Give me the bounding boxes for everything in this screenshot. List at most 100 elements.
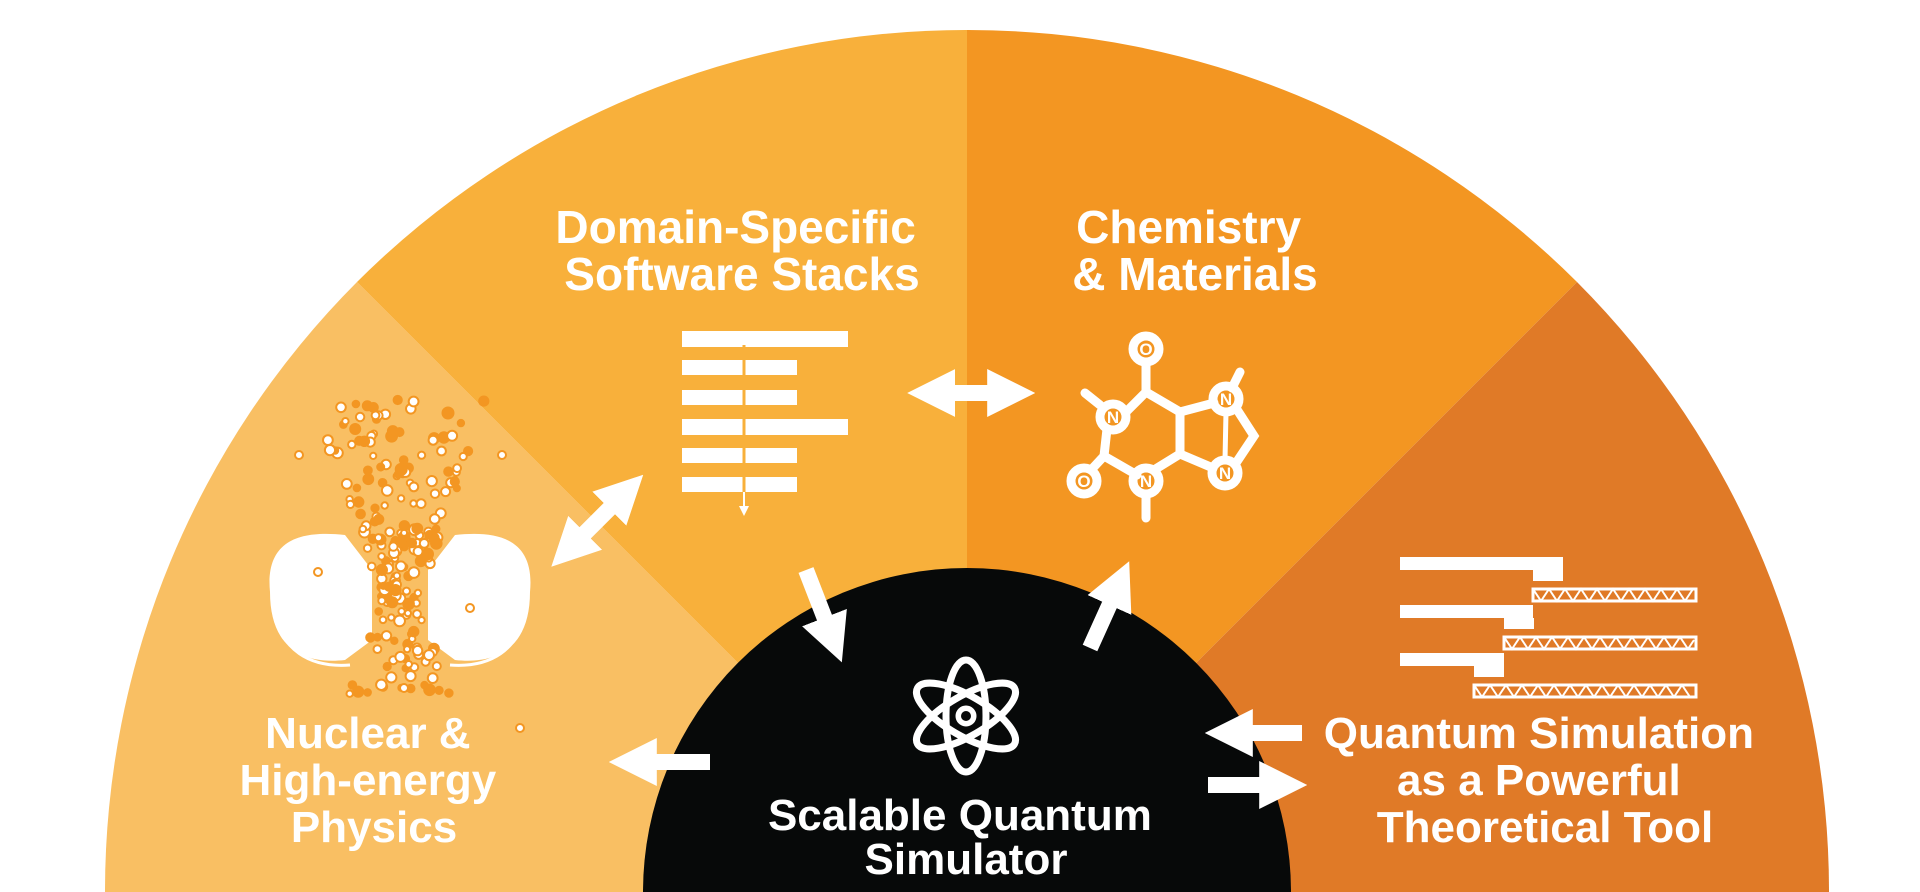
particle-dot <box>377 552 386 561</box>
particle-dot <box>515 723 525 733</box>
particle-dot <box>323 444 337 457</box>
particle-dot <box>394 650 407 663</box>
particle-dot <box>373 513 385 525</box>
label-line: Chemistry <box>1076 201 1301 253</box>
particle-dot <box>380 501 389 510</box>
atom-label: N <box>1140 472 1152 491</box>
particle-dot <box>388 541 399 552</box>
particle-dot <box>379 581 388 590</box>
particle-dot <box>355 508 366 520</box>
particle-dot <box>375 678 388 691</box>
software-stack-icon <box>682 331 848 516</box>
particle-dot <box>434 685 444 696</box>
arrows <box>551 369 1308 809</box>
particle-dot <box>369 451 378 460</box>
particle-dot <box>440 486 452 498</box>
particle-dot <box>345 689 354 698</box>
atom-label: O <box>1077 472 1090 491</box>
arrow-center-to-chemistry <box>1082 561 1132 652</box>
particle-dot <box>458 451 468 462</box>
particle-dot <box>452 463 463 474</box>
particle-dot <box>402 586 411 596</box>
atom-label: O <box>1139 340 1152 359</box>
particle-dot <box>362 543 373 553</box>
particle-dot <box>415 498 427 510</box>
particle-dot <box>378 615 388 625</box>
particle-dot <box>397 535 409 548</box>
particle-dot <box>423 649 435 662</box>
particle-dot <box>313 567 323 577</box>
particle-dot <box>382 661 392 672</box>
particle-dot <box>478 395 490 407</box>
particle-dot <box>376 462 386 472</box>
particle-dot <box>421 547 435 561</box>
atom-label: N <box>1107 408 1119 427</box>
particle-dot <box>428 513 441 525</box>
label-line: Domain-Specific <box>555 201 915 253</box>
layered-bars-icon <box>1400 557 1698 699</box>
particle-dot <box>465 603 475 613</box>
particle-dot <box>341 417 350 426</box>
particle-dot <box>441 406 455 420</box>
particle-dot <box>425 475 438 488</box>
particle-dot <box>449 476 460 487</box>
particle-dot <box>406 537 418 549</box>
particle-dot <box>386 596 399 609</box>
label-software-stacks: Domain-Specific Software Stacks <box>555 201 928 300</box>
particle-dot <box>368 402 379 413</box>
particle-dot <box>404 660 414 669</box>
label-line: Scalable Quantum <box>768 791 1152 840</box>
particle-dot <box>396 494 406 503</box>
arrow-nuclear-software <box>551 474 644 567</box>
particle-dot <box>340 478 353 490</box>
atom-icon <box>912 656 1020 776</box>
particle-dot <box>347 439 357 450</box>
particle-dot <box>407 566 421 579</box>
particle-dot <box>418 538 430 549</box>
particle-dot <box>380 484 394 497</box>
label-line: Software Stacks <box>564 248 919 300</box>
label-line: Nuclear & <box>265 709 470 758</box>
particle-dot <box>390 636 399 645</box>
particle-dot <box>399 520 409 530</box>
particle-dot <box>351 399 361 409</box>
label-center-simulator: Scalable Quantum Simulator <box>768 791 1164 884</box>
particle-dot <box>408 481 420 493</box>
particle-dot <box>362 473 375 486</box>
label-line: & Materials <box>1072 248 1317 300</box>
particle-dot <box>444 688 454 698</box>
particle-dot <box>403 645 412 654</box>
molecule-atom-labels: O N N N N O <box>1077 340 1232 491</box>
particle-dot <box>497 450 507 460</box>
particle-dot <box>420 680 429 690</box>
particle-dot <box>398 455 409 465</box>
particle-dot <box>386 425 399 437</box>
particle-dot <box>431 524 441 534</box>
atom-label: N <box>1220 390 1232 409</box>
atom-label: N <box>1219 464 1231 483</box>
particle-dot <box>372 644 383 654</box>
particle-dot <box>428 532 440 544</box>
particle-dot <box>404 670 417 683</box>
particle-dot <box>349 423 362 435</box>
particle-dot <box>363 688 372 697</box>
particle-dot <box>345 499 355 509</box>
particle-dot <box>380 630 393 642</box>
particle-dot <box>429 488 441 499</box>
particle-collision-icon <box>269 394 531 733</box>
particle-dot <box>374 607 384 616</box>
label-line: Physics <box>291 803 457 852</box>
particle-dot <box>377 596 387 606</box>
particle-dot <box>456 418 466 428</box>
label-line: Quantum Simulation <box>1324 709 1754 758</box>
particle-dot <box>392 394 403 406</box>
particle-dot <box>358 524 368 534</box>
particle-dot <box>399 683 409 693</box>
label-quantum-theory: Quantum Simulation as a Powerful Theoret… <box>1324 709 1766 852</box>
particle-dot <box>426 672 439 684</box>
particle-dot <box>354 411 366 423</box>
particle-dot <box>384 526 396 538</box>
particle-dot <box>446 429 459 442</box>
particle-dot <box>322 434 334 447</box>
